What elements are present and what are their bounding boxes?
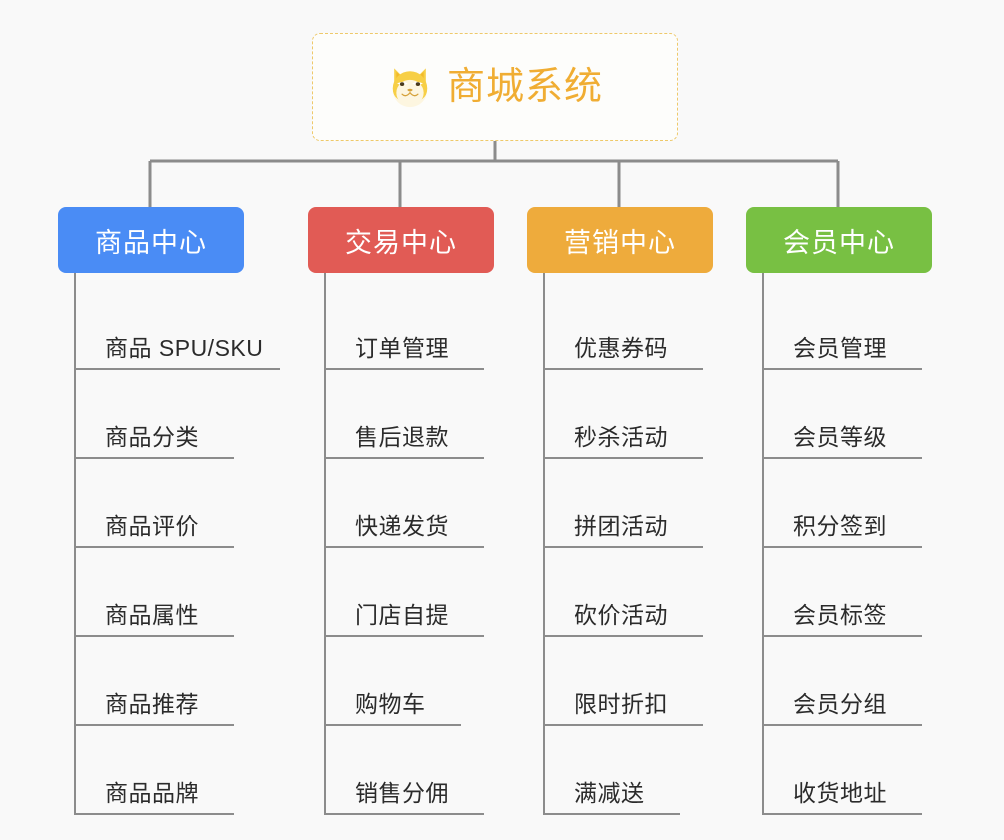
leaf-label: 销售分佣 (355, 780, 449, 806)
leaf-item[interactable]: 会员管理 (746, 281, 932, 370)
leaf-underline (543, 813, 680, 815)
leaf-label: 限时折扣 (574, 691, 668, 717)
branch-product-center: 商品中心商品 SPU/SKU 商品分类商品评价商品属性商品推荐商品品牌 (58, 207, 280, 815)
leaf-item[interactable]: 会员分组 (746, 637, 932, 726)
leaf-underline (324, 813, 484, 815)
leaf-underline (762, 457, 922, 459)
leaf-label: 优惠券码 (574, 335, 668, 361)
leaf-label: 售后退款 (355, 424, 449, 450)
branch-spine (543, 273, 545, 815)
branch-header-member-center[interactable]: 会员中心 (746, 207, 932, 273)
branch-trade-center: 交易中心订单管理售后退款快递发货门店自提购物车销售分佣 (308, 207, 494, 815)
leaf-underline (543, 724, 703, 726)
leaf-label: 商品推荐 (105, 691, 199, 717)
branch-header-trade-center[interactable]: 交易中心 (308, 207, 494, 273)
leaf-label: 商品属性 (105, 602, 199, 628)
leaf-underline (543, 368, 703, 370)
leaf-label: 会员管理 (793, 335, 887, 361)
leaf-item[interactable]: 购物车 (308, 637, 494, 726)
leaf-item[interactable]: 商品品牌 (58, 726, 244, 815)
leaf-item[interactable]: 收货地址 (746, 726, 932, 815)
leaf-label: 积分签到 (793, 513, 887, 539)
leaf-item[interactable]: 门店自提 (308, 548, 494, 637)
leaf-underline (74, 546, 234, 548)
leaf-label: 会员标签 (793, 602, 887, 628)
branch-header-product-center[interactable]: 商品中心 (58, 207, 244, 273)
leaf-underline (324, 368, 484, 370)
leaf-label: 砍价活动 (574, 602, 668, 628)
leaf-label: 商品分类 (105, 424, 199, 450)
leaf-label: 商品品牌 (105, 780, 199, 806)
leaf-label: 快递发货 (355, 513, 449, 539)
leaf-underline (324, 724, 461, 726)
leaf-underline (74, 368, 280, 370)
branch-header-label: 商品中心 (95, 227, 207, 258)
leaf-underline (543, 457, 703, 459)
leaf-item[interactable]: 限时折扣 (527, 637, 713, 726)
leaf-underline (74, 635, 234, 637)
branch-header-label: 交易中心 (345, 227, 457, 258)
leaf-item[interactable]: 秒杀活动 (527, 370, 713, 459)
branch-marketing-center: 营销中心优惠券码秒杀活动拼团活动砍价活动限时折扣满减送 (527, 207, 713, 815)
leaf-item[interactable]: 售后退款 (308, 370, 494, 459)
leaf-label: 商品评价 (105, 513, 199, 539)
leaf-label: 会员分组 (793, 691, 887, 717)
leaf-label: 秒杀活动 (574, 424, 668, 450)
leaf-item[interactable]: 商品评价 (58, 459, 244, 548)
leaf-item[interactable]: 商品推荐 (58, 637, 244, 726)
leaf-label: 商品 SPU/SKU (105, 335, 264, 361)
leaf-underline (543, 546, 703, 548)
leaf-list-product-center: 商品 SPU/SKU 商品分类商品评价商品属性商品推荐商品品牌 (58, 273, 280, 815)
leaf-item[interactable]: 会员标签 (746, 548, 932, 637)
leaf-underline (324, 546, 484, 548)
leaf-item[interactable]: 砍价活动 (527, 548, 713, 637)
branch-spine (74, 273, 76, 815)
leaf-item[interactable]: 会员等级 (746, 370, 932, 459)
leaf-label: 门店自提 (355, 602, 449, 628)
leaf-underline (543, 635, 703, 637)
leaf-underline (762, 635, 922, 637)
leaf-item[interactable]: 满减送 (527, 726, 713, 815)
leaf-underline (762, 724, 922, 726)
leaf-item[interactable]: 订单管理 (308, 281, 494, 370)
leaf-underline (762, 813, 922, 815)
leaf-item[interactable]: 商品属性 (58, 548, 244, 637)
leaf-label: 收货地址 (793, 780, 887, 806)
leaf-label: 会员等级 (793, 424, 887, 450)
leaf-list-member-center: 会员管理会员等级积分签到会员标签会员分组收货地址 (746, 273, 932, 815)
branch-header-marketing-center[interactable]: 营销中心 (527, 207, 713, 273)
leaf-list-marketing-center: 优惠券码秒杀活动拼团活动砍价活动限时折扣满减送 (527, 273, 713, 815)
branch-spine (324, 273, 326, 815)
leaf-label: 满减送 (574, 780, 645, 806)
branch-header-label: 营销中心 (564, 227, 676, 258)
leaf-label: 订单管理 (355, 335, 449, 361)
root-title: 商城系统 (446, 66, 603, 108)
leaf-item[interactable]: 商品 SPU/SKU (58, 281, 280, 370)
leaf-underline (74, 813, 234, 815)
leaf-underline (74, 457, 234, 459)
branch-member-center: 会员中心会员管理会员等级积分签到会员标签会员分组收货地址 (746, 207, 932, 815)
leaf-underline (324, 457, 484, 459)
leaf-item[interactable]: 快递发货 (308, 459, 494, 548)
leaf-item[interactable]: 商品分类 (58, 370, 244, 459)
leaf-item[interactable]: 积分签到 (746, 459, 932, 548)
leaf-underline (762, 546, 922, 548)
leaf-item[interactable]: 销售分佣 (308, 726, 494, 815)
branch-header-label: 会员中心 (783, 227, 895, 258)
leaf-underline (324, 635, 484, 637)
shiba-dog-face-icon (392, 68, 428, 108)
leaf-list-trade-center: 订单管理售后退款快递发货门店自提购物车销售分佣 (308, 273, 494, 815)
leaf-item[interactable]: 拼团活动 (527, 459, 713, 548)
leaf-underline (74, 724, 234, 726)
leaf-item[interactable]: 优惠券码 (527, 281, 713, 370)
leaf-label: 拼团活动 (574, 513, 668, 539)
leaf-underline (762, 368, 922, 370)
branch-spine (762, 273, 764, 815)
leaf-label: 购物车 (355, 691, 426, 717)
root-node[interactable]: 商城系统 (312, 33, 678, 141)
